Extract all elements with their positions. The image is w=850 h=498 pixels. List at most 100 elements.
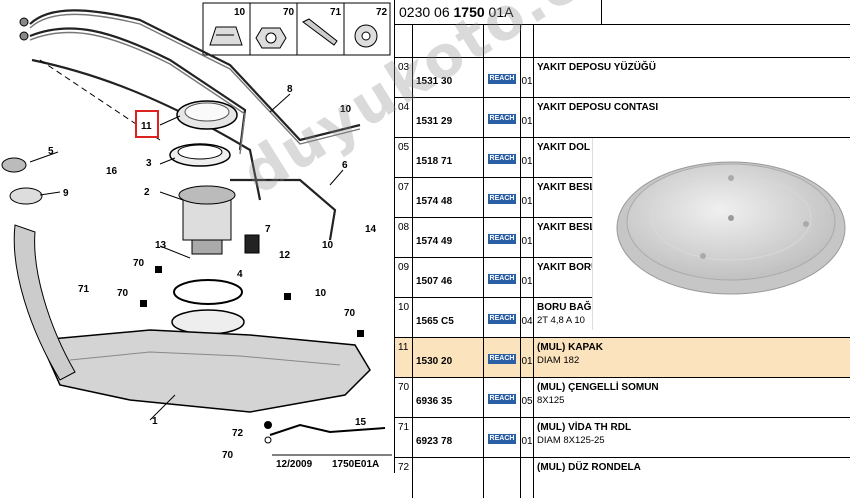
description: YAKIT BORU <box>535 258 850 298</box>
quantity: 04 <box>521 298 534 338</box>
callout-4: 4 <box>237 269 243 280</box>
quantity: 05 <box>521 378 534 418</box>
description-title: YAKIT DEPOSU YÜZÜĞÜ <box>537 62 656 73</box>
callout-3: 3 <box>146 158 152 169</box>
reach-cell: REACH <box>485 298 521 338</box>
quantity: 01 <box>521 178 534 218</box>
item-number: 70 <box>395 378 413 418</box>
description: BORU BAĞL 2T 4,8 A 10 <box>535 298 850 338</box>
description: YAKIT DEPOSU YÜZÜĞÜ <box>535 58 850 98</box>
description-title: (MUL) ÇENGELLİ SOMUN <box>537 382 659 393</box>
reach-cell: REACH <box>485 178 521 218</box>
part-reference: 1531 29 <box>414 98 484 138</box>
reach-badge[interactable]: REACH <box>488 354 516 364</box>
description-title: YAKIT DEPOSU CONTASI <box>537 102 659 113</box>
fuel-tank <box>38 329 371 413</box>
quantity: 01 <box>521 218 534 258</box>
callout-highlight-box <box>135 110 159 138</box>
description-detail: 2T 4,8 A 10 <box>537 315 585 326</box>
reach-badge[interactable]: REACH <box>488 74 516 84</box>
quantity: 01 <box>521 258 534 298</box>
callout-15: 15 <box>355 417 367 428</box>
screw-icon <box>302 18 338 46</box>
part-reference: 6936 35 <box>414 378 484 418</box>
callout-9: 9 <box>63 188 69 199</box>
description-title: YAKIT DOL <box>537 142 590 153</box>
legend-label-71: 71 <box>330 7 342 18</box>
reach-cell: REACH <box>485 258 521 298</box>
quantity: 01 <box>521 138 534 178</box>
callout-10-b: 10 <box>322 240 334 251</box>
reach-badge[interactable]: REACH <box>488 274 516 284</box>
part-row-72[interactable]: 72 (MUL) DÜZ RONDELA <box>395 457 850 498</box>
description-detail: DIAM 8X125-25 <box>537 435 605 446</box>
part-reference: 1574 48 <box>414 178 484 218</box>
quantity: 01 <box>521 418 534 458</box>
callout-10-c: 10 <box>315 288 327 299</box>
callout-11: 11 <box>141 121 152 132</box>
code-bold: 1750 <box>453 4 485 20</box>
item-number: 09 <box>395 258 413 298</box>
description-title: (MUL) KAPAK <box>537 342 603 353</box>
fuel-pipes <box>29 9 361 241</box>
code-prefix: 0230 06 <box>399 4 454 20</box>
reach-badge[interactable]: REACH <box>488 234 516 244</box>
cover-preview-image <box>616 161 846 295</box>
description-title: YAKIT BESL <box>537 222 596 233</box>
quantity: 01 <box>521 338 534 378</box>
exploded-diagram: 10 70 71 72 <box>0 0 394 473</box>
legend-label-10: 10 <box>234 7 246 18</box>
part-reference: 1530 20 <box>414 338 484 378</box>
quantity: 01 <box>521 58 534 98</box>
reach-cell: REACH <box>485 218 521 258</box>
legend-label-72: 72 <box>376 7 388 18</box>
callout-12: 12 <box>279 250 291 261</box>
fastener-legend: 10 70 71 72 <box>202 2 391 56</box>
fuel-tank-diagram: 10 70 71 72 <box>1 2 392 471</box>
description-title: (MUL) VİDA TH RDL <box>537 422 632 433</box>
description: YAKIT BESL <box>535 178 850 218</box>
quantity: 01 <box>521 98 534 138</box>
filler-neck <box>13 224 76 381</box>
reach-badge[interactable]: REACH <box>488 114 516 124</box>
part-reference <box>414 458 484 498</box>
reach-badge[interactable]: REACH <box>488 394 516 404</box>
reach-badge[interactable]: REACH <box>488 154 516 164</box>
reach-badge[interactable]: REACH <box>488 194 516 204</box>
description-detail: DIAM 182 <box>537 355 580 366</box>
part-reference: 1518 71 <box>414 138 484 178</box>
item-number: 72 <box>395 458 413 498</box>
footer-code: 1750E01A <box>332 459 379 470</box>
item-number: 05 <box>395 138 413 178</box>
part-preview-popup <box>592 138 850 330</box>
callout-2: 2 <box>144 187 150 198</box>
description-title: BORU BAĞL <box>537 302 598 313</box>
description: (MUL) DÜZ RONDELA <box>535 458 850 498</box>
clip-icon <box>209 26 243 46</box>
callout-8: 8 <box>287 84 293 95</box>
footer-date: 12/2009 <box>276 459 313 470</box>
reach-badge[interactable]: REACH <box>488 314 516 324</box>
reach-cell <box>485 458 521 498</box>
item-number: 07 <box>395 178 413 218</box>
reach-badge[interactable]: REACH <box>488 434 516 444</box>
quantity <box>521 458 534 498</box>
callout-6: 6 <box>342 160 348 171</box>
item-number: 08 <box>395 218 413 258</box>
description-title: YAKIT BORU <box>537 262 599 273</box>
callout-72: 72 <box>232 428 244 439</box>
callout-10-a: 10 <box>340 104 352 115</box>
code-suffix: 01A <box>484 4 514 20</box>
callout-16: 16 <box>106 166 118 177</box>
part-reference: 1565 C5 <box>414 298 484 338</box>
description: (MUL) VİDA TH RDL DIAM 8X125-25 <box>535 418 850 458</box>
item-number: 10 <box>395 298 413 338</box>
description: YAKIT DEPOSU CONTASI <box>535 98 850 138</box>
